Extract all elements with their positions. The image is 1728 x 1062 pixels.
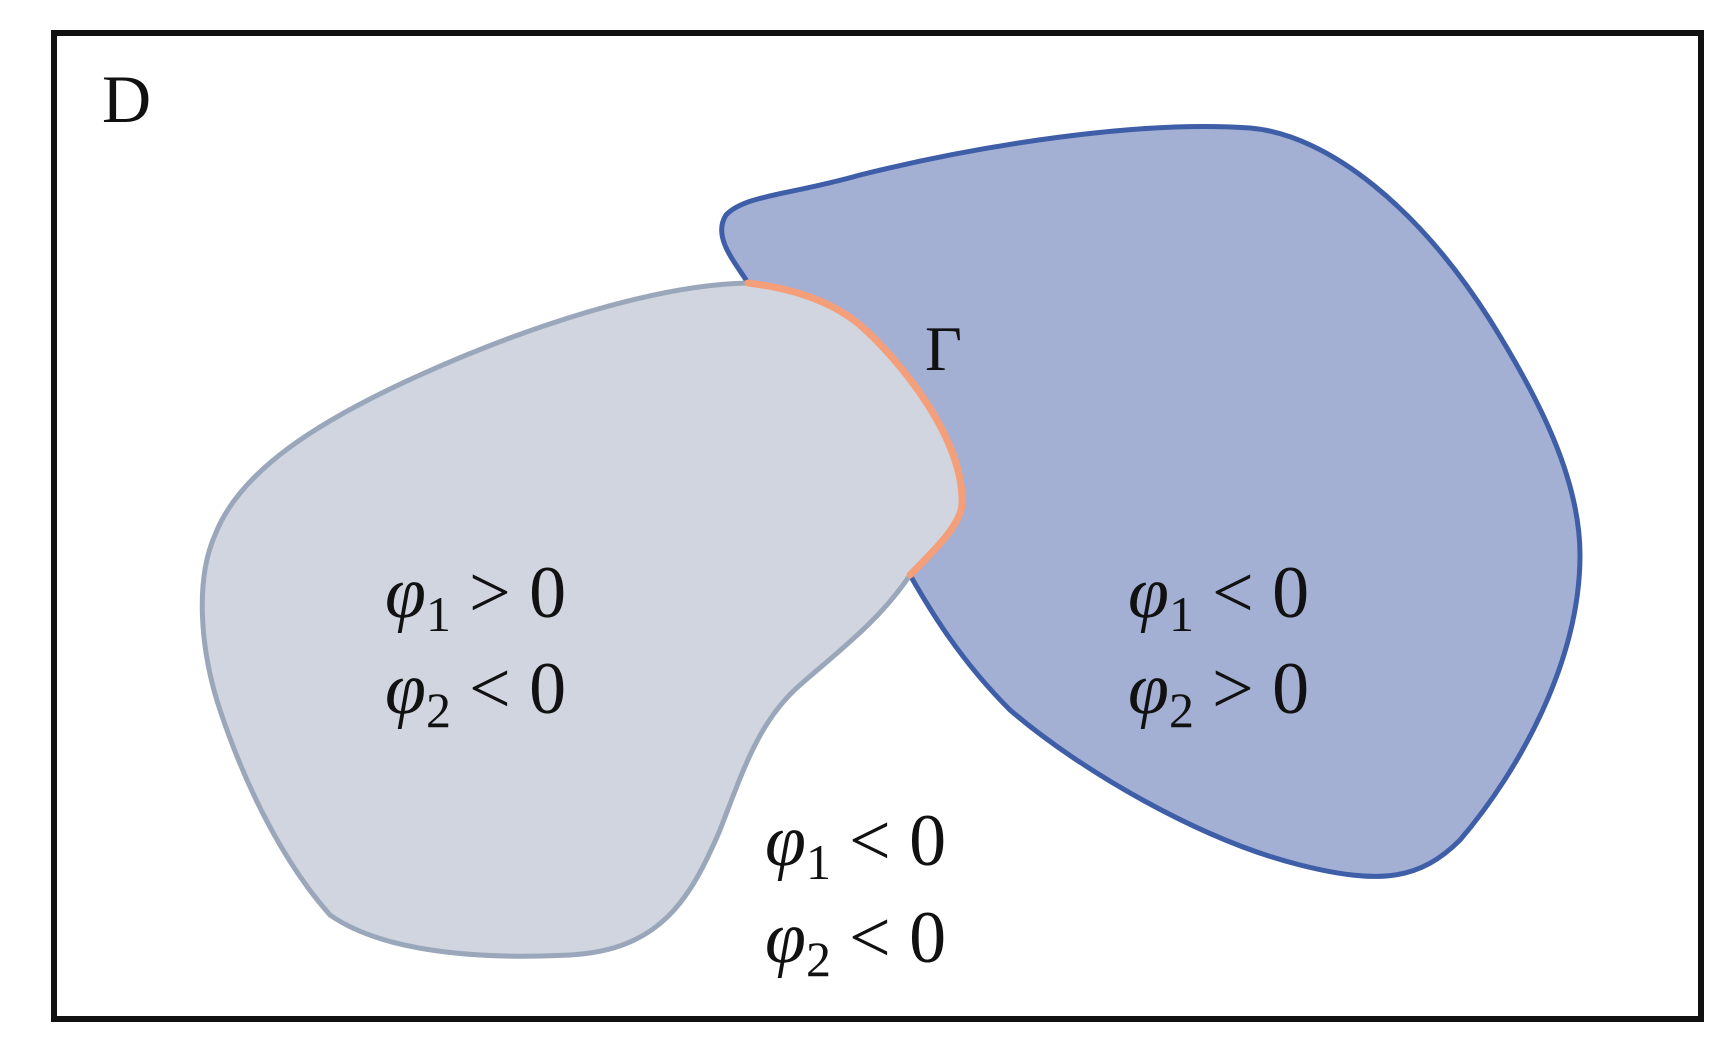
outside-line-1: φ1< 0 <box>765 800 946 890</box>
region-2-line-1: φ1< 0 <box>1128 552 1309 642</box>
region-1-line-2: φ2< 0 <box>385 648 566 738</box>
region-1-line-1: φ1> 0 <box>385 552 566 642</box>
domain-label: D <box>102 61 151 137</box>
outside-line-2: φ2< 0 <box>765 897 946 987</box>
interface-curve <box>744 279 966 579</box>
region-2-line-2: φ2> 0 <box>1128 648 1309 738</box>
interface-label: Γ <box>925 313 962 384</box>
